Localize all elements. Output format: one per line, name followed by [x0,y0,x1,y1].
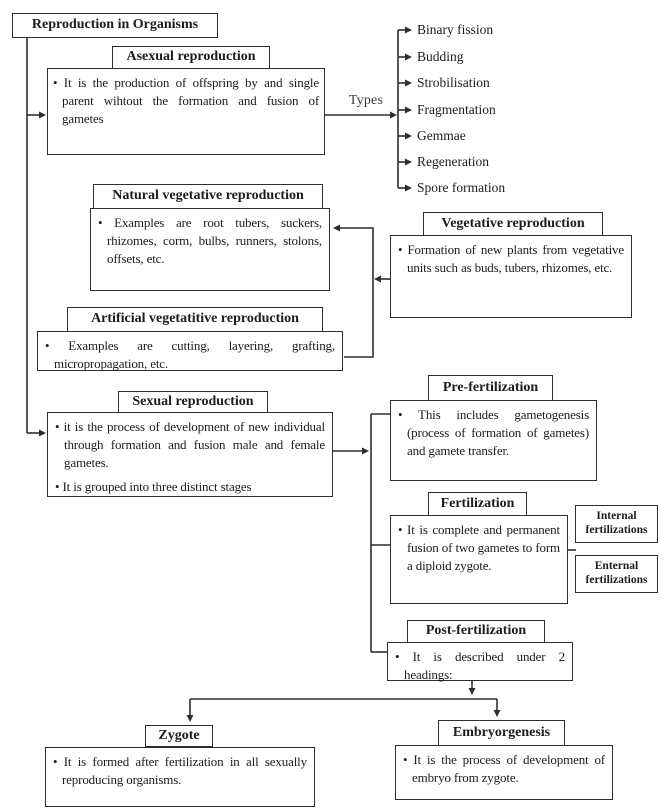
pre-fertilization-title-label: Pre-fertilization [442,379,539,395]
type-item-spore-formation: Spore formation [417,180,506,195]
fertilization-title-box: Fertilization [428,492,527,516]
zygote-desc-text: • It is formed after fertilization in al… [53,754,307,787]
external-fertilizations-label: Enternal fertilizations [585,560,648,586]
vegetative-desc-text: • Formation of new plants from vegetativ… [398,242,624,275]
type-item-binary-fission: Binary fission [417,22,494,37]
embryogenesis-desc-box: • It is the process of development of em… [395,745,613,800]
zygote-title-box: Zygote [145,725,213,747]
fertilization-desc-box: • It is complete and permanent fusion of… [390,515,568,604]
embryogenesis-desc-text: • It is the process of development of em… [403,752,605,785]
internal-fertilizations-label: Internal fertilizations [585,510,648,536]
sexual-desc-bullet1: • it is the process of development of ne… [55,419,325,470]
artificial-vegetative-desc-box: • Examples are cutting, layering, grafti… [37,331,343,371]
sexual-desc-box: • it is the process of development of ne… [47,412,333,497]
embryogenesis-title-box: Embryorgenesis [438,720,565,746]
natural-vegetative-title-label: Natural vegetative reproduction [112,188,304,204]
fertilization-title-label: Fertilization [440,495,515,511]
natural-vegetative-desc-box: • Examples are root tubers, suckers, rhi… [90,208,330,291]
type-item-regeneration: Regeneration [417,154,489,169]
sexual-desc-bullet2: • It is grouped into three distinct stag… [55,478,252,494]
zygote-desc-box: • It is formed after fertilization in al… [45,747,315,807]
zygote-title-label: Zygote [158,727,200,743]
pre-fertilization-title-box: Pre-fertilization [428,375,553,401]
asexual-title-box: Asexual reproduction [112,46,270,69]
vegetative-title-box: Vegetative reproduction [423,212,603,236]
artificial-vegetative-desc-text: • Examples are cutting, layering, grafti… [45,338,335,371]
natural-vegetative-desc-text: • Examples are root tubers, suckers, rhi… [98,215,322,266]
fertilization-desc-text: • It is complete and permanent fusion of… [398,522,560,573]
type-item-strobilisation: Strobilisation [417,75,490,90]
post-fertilization-desc-box: • It is described under 2 headings: [387,642,573,682]
asexual-desc-box: • It is the production of offspring by a… [47,68,325,155]
pre-fertilization-desc-box: • This includes gametogenesis (process o… [390,400,597,481]
type-item-fragmentation: Fragmentation [417,102,496,117]
artificial-vegetative-title-box: Artificial vegetatitive reproduction [67,307,323,332]
internal-fertilizations-box: Internal fertilizations [575,505,658,543]
types-label: Types [348,93,384,108]
post-fertilization-desc-text: • It is described under 2 headings: [395,649,565,682]
embryogenesis-title-label: Embryorgenesis [452,724,551,740]
sexual-title-box: Sexual reproduction [118,391,268,413]
vegetative-title-label: Vegetative reproduction [441,215,585,231]
type-item-gemmae: Gemmae [417,128,466,143]
vegetative-desc-box: • Formation of new plants from vegetativ… [390,235,632,318]
sexual-title-label: Sexual reproduction [132,393,254,409]
pre-fertilization-desc-text: • This includes gametogenesis (process o… [398,407,589,458]
post-fertilization-title-label: Post-fertilization [425,623,527,639]
external-fertilizations-box: Enternal fertilizations [575,555,658,593]
root-title-label: Reproduction in Organisms [31,17,199,33]
natural-vegetative-title-box: Natural vegetative reproduction [93,184,323,209]
asexual-title-label: Asexual reproduction [126,49,256,65]
asexual-desc-text: • It is the production of offspring by a… [53,75,319,126]
root-title-box: Reproduction in Organisms [12,13,218,38]
type-item-budding: Budding [417,49,464,64]
post-fertilization-title-box: Post-fertilization [407,620,545,643]
artificial-vegetative-title-label: Artificial vegetatitive reproduction [91,311,299,327]
